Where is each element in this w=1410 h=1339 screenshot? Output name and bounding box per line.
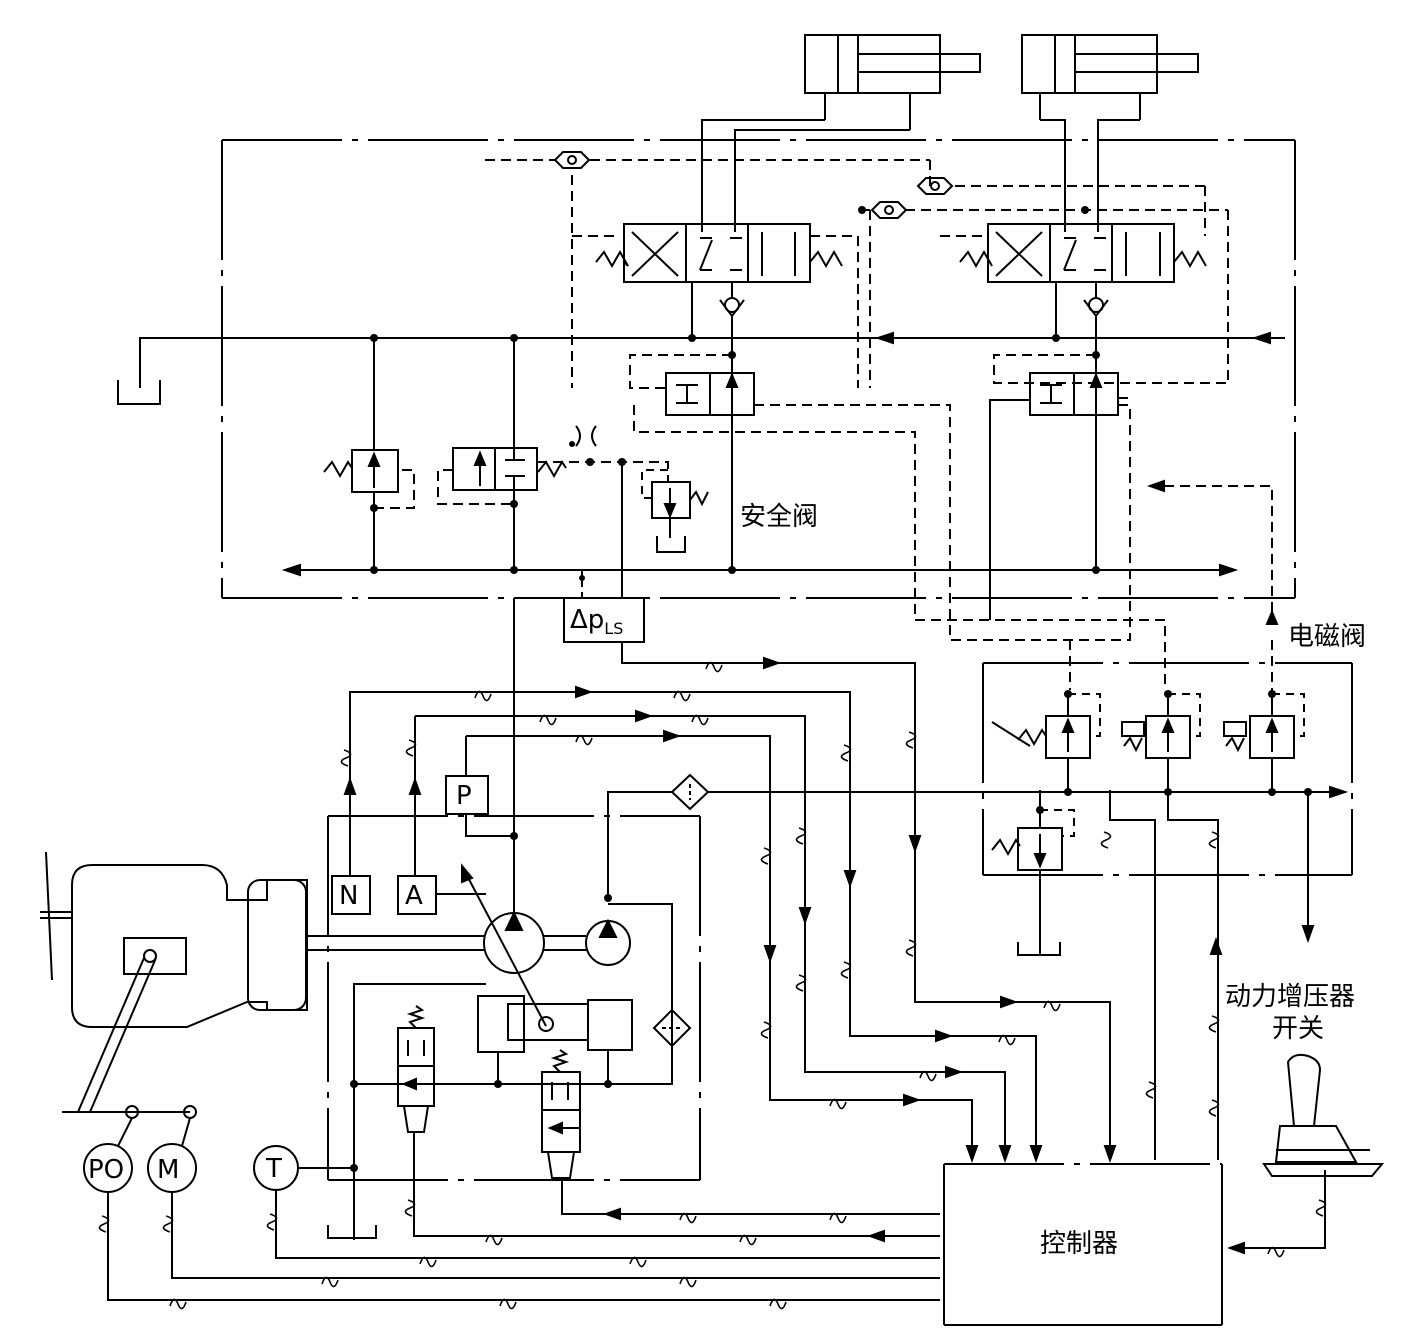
compensator-lines-solid [989, 397, 1128, 620]
pump-control-valve-right [541, 1049, 581, 1179]
delta-p-ls-sensor [563, 570, 645, 643]
directional-valve-left [595, 223, 843, 283]
compensator-valve-left [665, 372, 755, 416]
signal-lines [107, 642, 1326, 1301]
solenoid-pilot-line [1069, 485, 1273, 690]
cylinder-left [804, 34, 981, 130]
pump-control-valve-left [397, 1005, 435, 1133]
compensator-pilot-lines [629, 354, 1228, 690]
solenoid-valve-1 [991, 693, 1101, 790]
directional-valve-right [959, 223, 1207, 283]
pilot-pump [544, 918, 631, 966]
cylinder-right [1021, 34, 1199, 120]
return-line [117, 331, 1285, 405]
pump-control-lines [327, 903, 692, 1240]
solenoid-relief-valve [991, 790, 1075, 956]
junction-dots [350, 206, 1312, 1172]
power-booster-switch-icon [1262, 1053, 1385, 1177]
label-safety-valve: 安全阀 [740, 502, 818, 532]
shuttle-valve-1 [553, 151, 954, 219]
main-pump [461, 598, 547, 1027]
sensor-t-label: T [265, 1154, 282, 1184]
engine [40, 851, 308, 1028]
controller-box [943, 1163, 1223, 1326]
pump-group-boundary [327, 815, 701, 1181]
label-solenoid-valve: 电磁阀 [1288, 622, 1366, 652]
orifice [537, 425, 669, 482]
unloading-valve [437, 338, 567, 570]
cylinder-lines [701, 119, 1140, 232]
sensor-p [445, 736, 514, 837]
engine-shaft [305, 935, 484, 951]
throttle-lever [62, 957, 197, 1119]
tank-left [117, 380, 161, 405]
safety-valve [621, 462, 709, 598]
sensor-a-label: A [405, 881, 423, 911]
sensor-n-label: N [339, 881, 358, 911]
compensator-valve-right [1029, 372, 1119, 416]
sensor-p-label: P [456, 781, 472, 811]
supply-line [281, 563, 1239, 577]
solenoid-block-boundary [982, 662, 1353, 876]
pilot-line-filter [607, 773, 1349, 943]
power-booster-label-line2: 开关 [1272, 1014, 1324, 1044]
solenoid-valve-2 [1121, 693, 1201, 790]
power-booster-label-line1: 动力增压器 [1225, 982, 1355, 1012]
signal-arrows [343, 656, 1245, 1255]
controller-label: 控制器 [1040, 1229, 1118, 1259]
sensor-po-label: PO [88, 1155, 124, 1185]
shuttle-valves [485, 159, 1229, 388]
label-delta-p: ΔpLS [570, 605, 623, 638]
signal-breaks [98, 661, 1327, 1310]
check-valve-left [719, 282, 745, 318]
valve-block-boundary [221, 139, 1296, 599]
sensor-m-label: M [157, 1155, 179, 1185]
pump-regulator [477, 995, 633, 1084]
check-valve-right [1083, 282, 1109, 318]
relief-valve-left [323, 338, 415, 570]
